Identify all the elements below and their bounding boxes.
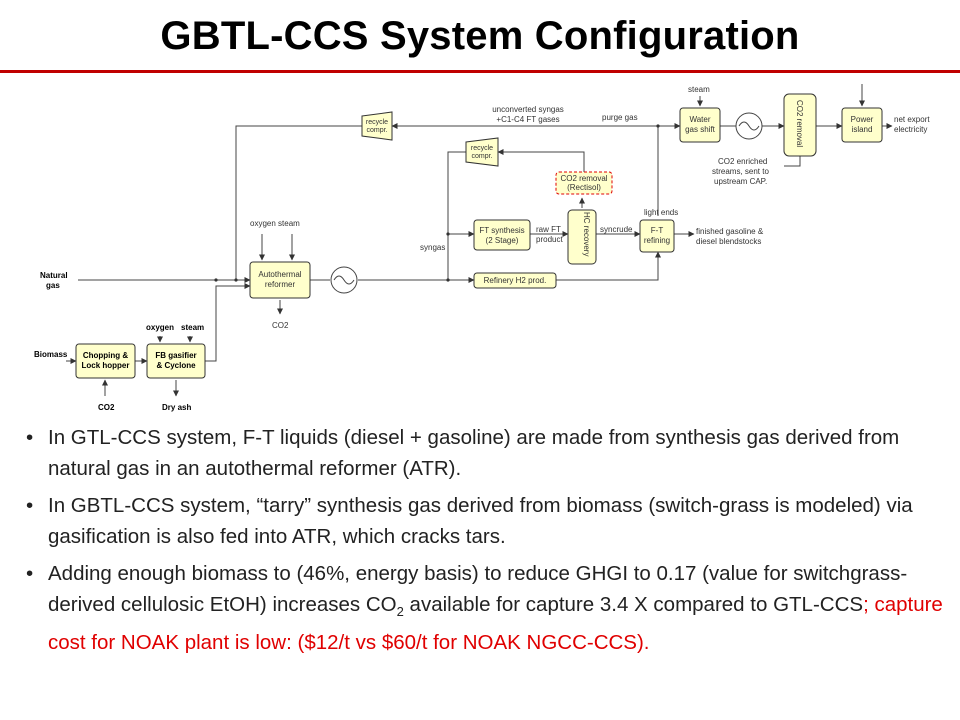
recycle-1-label-2: compr. <box>366 127 387 134</box>
steam-wgs-label: steam <box>688 85 710 94</box>
chopping-lock-hopper-box <box>75 343 136 379</box>
bullet-biomass: • Adding enough biomass to (46%, energy … <box>20 558 950 658</box>
bullet-1-text: In GTL-CCS system, F-T liquids (diesel +… <box>48 426 900 480</box>
bullet-dot: • <box>26 494 34 517</box>
syngas-label: syngas <box>420 243 445 252</box>
chopping-label-2: Lock hopper <box>81 361 129 370</box>
co2-removal-box <box>783 93 817 157</box>
bullet-list: • In GTL-CCS system, F-T liquids (diesel… <box>20 422 950 664</box>
recycle-2-label-2: compr. <box>471 153 492 160</box>
natural-gas-label-2: gas <box>46 281 60 290</box>
net-export-label-1: net export <box>894 115 930 124</box>
co2-enriched-label-1: CO2 enriched <box>718 157 767 166</box>
water-gas-shift-box <box>679 107 721 143</box>
bullet-3-sub: 2 <box>396 604 404 620</box>
bullet-dot: • <box>26 426 34 449</box>
co2-removal-label: CO2 removal <box>795 100 804 147</box>
oxygen-gasifier-label: oxygen <box>146 323 174 332</box>
rectisol-label-1: CO2 removal <box>560 174 607 183</box>
steam-gasifier-label: steam <box>181 323 204 332</box>
unconverted-label-2: +C1-C4 FT gases <box>496 115 559 124</box>
gasifier-label-1: FB gasifier <box>155 351 196 360</box>
ft-refining-box <box>639 219 675 253</box>
heat-exchanger-icon <box>330 266 358 294</box>
power-island-label-1: Power <box>851 115 874 124</box>
title-rule <box>0 70 960 73</box>
bullet-2-text: In GBTL-CCS system, “tarry” synthesis ga… <box>48 494 913 548</box>
purge-gas-label: purge gas <box>602 113 638 122</box>
refinery-h2-label: Refinery H2 prod. <box>484 276 547 285</box>
co2-removal-rectisol-box <box>555 171 613 195</box>
bullet-3-part3: ; capture cost for NOAK plant is low: ($… <box>48 593 943 655</box>
bullet-gbtl-ccs: • In GBTL-CCS system, “tarry” synthesis … <box>20 490 950 552</box>
raw-ft-label-2: product <box>536 235 563 244</box>
syncrude-label: syncrude <box>600 225 633 234</box>
atr-label-2: reformer <box>265 280 296 289</box>
power-island-label-2: island <box>852 125 873 134</box>
power-island-box <box>841 107 883 143</box>
hc-recovery-box <box>567 209 597 265</box>
dry-ash-label: Dry ash <box>162 403 191 412</box>
hc-recovery-label: HC recovery <box>582 212 591 256</box>
recycle-compressor-1 <box>361 111 393 141</box>
heat-exchanger-icon <box>735 112 763 140</box>
biomass-label: Biomass <box>34 350 68 359</box>
unconverted-label-1: unconverted syngas <box>492 105 564 114</box>
ft-refining-label-1: F-T <box>651 226 664 235</box>
gasifier-label-2: & Cyclone <box>156 361 196 370</box>
recycle-compressor-2 <box>465 137 499 167</box>
net-export-label-2: electricity <box>894 125 927 134</box>
wgs-label-2: gas shift <box>685 125 716 134</box>
fb-gasifier-box <box>146 343 206 379</box>
ft-refining-label-2: refining <box>644 236 670 245</box>
finished-label-1: finished gasoline & <box>696 227 764 236</box>
bullet-gtl-ccs: • In GTL-CCS system, F-T liquids (diesel… <box>20 422 950 484</box>
finished-label-2: diesel blendstocks <box>696 237 761 246</box>
natural-gas-label: Natural <box>40 271 68 280</box>
ft-synthesis-label-2: (2 Stage) <box>486 236 519 245</box>
ft-synthesis-label-1: FT synthesis <box>479 226 524 235</box>
bullet-3-part1: Adding enough biomass to (46%, energy ba… <box>48 562 908 616</box>
atr-label-1: Autothermal <box>258 270 301 279</box>
chopping-label-1: Chopping & <box>83 351 129 360</box>
bullet-dot: • <box>26 562 34 585</box>
process-flow-diagram: Natural gas Biomass Chopping & Lock hopp… <box>34 84 930 412</box>
wgs-label-1: Water <box>689 115 710 124</box>
co2-enriched-label-2: streams, sent to <box>712 167 769 176</box>
light-ends-label: light ends <box>644 208 678 217</box>
recycle-2-label-1: recycle <box>471 145 493 152</box>
slide-title: GBTL-CCS System Configuration <box>160 14 800 58</box>
oxygen-steam-atr-label: oxygen steam <box>250 219 300 228</box>
co2-biomass-label: CO2 <box>98 403 115 412</box>
ft-synthesis-box <box>473 219 531 251</box>
autothermal-reformer-box <box>249 261 311 299</box>
raw-ft-label-1: raw FT <box>536 225 561 234</box>
co2-enriched-label-3: upstream CAP. <box>714 177 767 186</box>
rectisol-label-2: (Rectisol) <box>567 183 601 192</box>
refinery-h2-box <box>473 272 557 289</box>
co2-atr-label: CO2 <box>272 321 289 330</box>
bullet-3-part2: available for capture 3.4 X compared to … <box>403 593 864 616</box>
recycle-1-label-1: recycle <box>366 119 388 126</box>
